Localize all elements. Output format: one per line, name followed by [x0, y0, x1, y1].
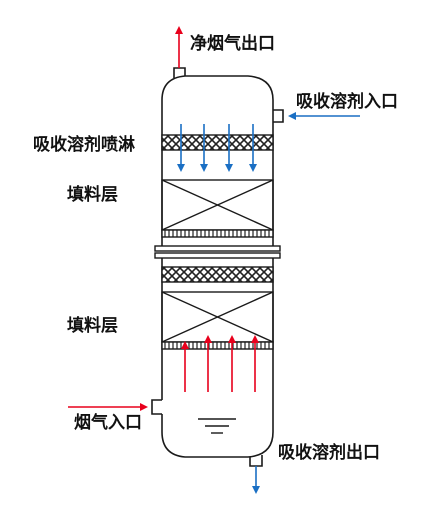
lower-packing-bed [161, 291, 274, 350]
spray-down-arrows [177, 124, 257, 172]
upper-vessel [161, 67, 284, 246]
liquid-level-symbol [198, 418, 236, 434]
upper-packing-bed [161, 179, 274, 238]
absorbent-outlet-label: 吸收溶剂出口 [278, 443, 380, 463]
lower-packing-label: 填料层 [67, 316, 118, 336]
lower-mesh [161, 266, 274, 283]
absorbent-spray-label: 吸收溶剂喷淋 [33, 135, 135, 155]
upper-packing-label: 填料层 [67, 185, 118, 205]
absorbent-inlet-label: 吸收溶剂入口 [296, 92, 398, 112]
gas-up-arrows [181, 335, 259, 392]
upper-spray-mesh [161, 134, 274, 151]
flue-gas-inlet-label: 烟气入口 [74, 413, 142, 433]
middle-flange [154, 245, 281, 259]
clean-gas-outlet-label: 净烟气出口 [190, 34, 275, 54]
